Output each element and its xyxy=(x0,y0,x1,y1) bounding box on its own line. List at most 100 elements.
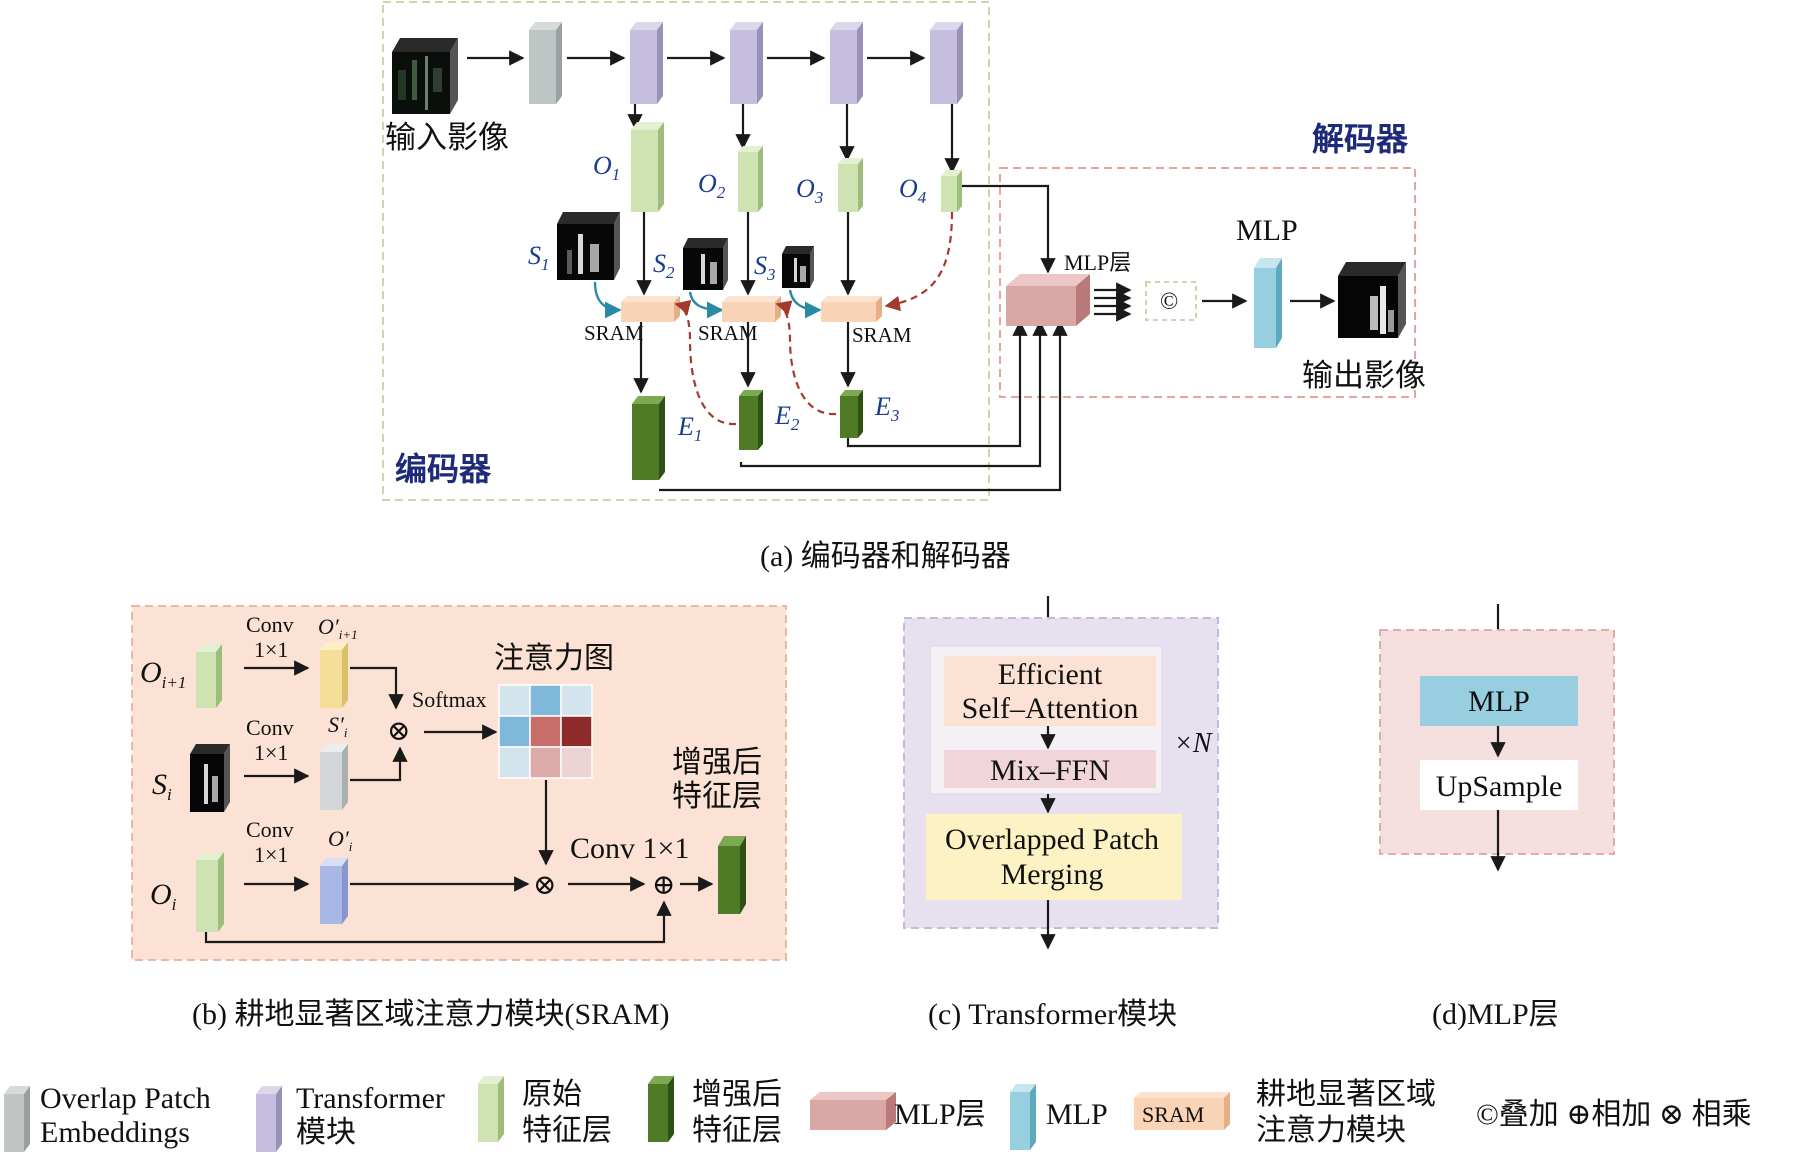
o4-label: O4 xyxy=(899,174,927,207)
panel-b: Oi+1 Si Oi Conv 1×1 Conv 1×1 Conv 1×1 xyxy=(131,605,787,1031)
caption-a: (a) 编码器和解码器 xyxy=(760,540,1011,573)
arrow xyxy=(674,299,737,426)
o3-label: O3 xyxy=(796,174,823,207)
legend-orig-2: 特征层 xyxy=(522,1114,612,1147)
encoder-region xyxy=(382,1,990,501)
esa-label-1: Efficient xyxy=(998,658,1103,691)
heatmap-cell xyxy=(560,684,593,717)
heatmap-cell xyxy=(529,746,562,779)
encoder-title: 编码器 xyxy=(395,451,492,487)
conv-label: Conv xyxy=(246,817,294,842)
mix-ffn-label: Mix–FFN xyxy=(990,754,1110,787)
caption-c: (c) Transformer模块 xyxy=(928,998,1177,1031)
o-prime-next-block xyxy=(320,642,348,708)
s-i-image xyxy=(190,744,230,812)
enhanced-e0 xyxy=(632,396,665,480)
concat-symbol: © xyxy=(1160,289,1178,315)
legend-swatch-sram xyxy=(1134,1092,1230,1130)
panel-d: MLP UpSample (d)MLP层 xyxy=(1379,604,1615,1031)
o2-label: O2 xyxy=(698,169,726,202)
conv-out-label: Conv 1×1 xyxy=(570,832,689,865)
sram-block xyxy=(722,296,781,322)
arrow xyxy=(350,746,408,782)
o-next-block xyxy=(196,644,222,708)
conv-kernel-label: 1×1 xyxy=(254,740,288,765)
feature-o4 xyxy=(941,170,962,212)
e2-label: E2 xyxy=(774,401,800,434)
feature-o2 xyxy=(738,146,763,212)
feature-o1 xyxy=(631,122,664,212)
o-prime-next-label: O′i+1 xyxy=(318,614,358,642)
arrow xyxy=(775,300,837,416)
legend-enh-2: 特征层 xyxy=(692,1114,782,1147)
esa-label-2: Self–Attention xyxy=(962,692,1139,725)
legend-sram-1: 耕地显著区域 xyxy=(1256,1078,1436,1111)
decoder-region xyxy=(999,167,1416,398)
mlp-label: MLP xyxy=(1236,214,1298,247)
heatmap-cell xyxy=(560,746,593,779)
legend-swatch-mlp xyxy=(1010,1084,1036,1150)
overlapped-patch-merging-box xyxy=(926,814,1182,900)
legend-swatch-transformer xyxy=(256,1086,282,1152)
input-image xyxy=(392,38,458,114)
output-label: 输出影像 xyxy=(1302,358,1426,393)
enhanced-label-1: 增强后 xyxy=(672,746,762,779)
mlp-layer-label: MLP层 xyxy=(1064,250,1131,275)
s-i-label: Si xyxy=(152,768,172,804)
arrow xyxy=(962,184,1056,274)
saliency-s1 xyxy=(557,212,620,280)
mix-ffn-box xyxy=(944,750,1156,788)
saliency-s2 xyxy=(683,238,728,290)
legend-ope-2: Embeddings xyxy=(40,1116,190,1149)
softmax-label: Softmax xyxy=(412,687,487,712)
s-prime-label: S′i xyxy=(328,712,348,740)
legend-tf-1: Transformer xyxy=(296,1082,445,1115)
arrow xyxy=(739,320,1048,468)
conv-kernel-label: 1×1 xyxy=(254,842,288,867)
sram-label: SRAM xyxy=(852,323,912,347)
mlp-layer-block xyxy=(1006,274,1090,326)
legend-swatch-original xyxy=(478,1076,504,1142)
heatmap-cell xyxy=(560,715,593,748)
attention-map-label: 注意力图 xyxy=(494,642,614,675)
arrow xyxy=(204,900,672,944)
conv-kernel-label: 1×1 xyxy=(254,637,288,662)
enhanced-e2 xyxy=(840,390,863,438)
heatmap-cell xyxy=(529,684,562,717)
arrow xyxy=(884,211,954,312)
decoder-title: 解码器 xyxy=(1312,121,1409,157)
transformer-block xyxy=(730,22,763,104)
enhanced-label-2: 特征层 xyxy=(672,780,762,813)
s2-label: S2 xyxy=(653,249,675,282)
mlp-block xyxy=(1254,258,1282,348)
arrow xyxy=(593,281,622,319)
o-prime-block xyxy=(320,858,348,924)
heatmap-cell xyxy=(529,715,562,748)
arrow xyxy=(846,320,1028,448)
e3-label: E3 xyxy=(874,392,899,425)
arrow xyxy=(350,666,404,710)
feature-o3 xyxy=(838,158,863,212)
input-label: 输入影像 xyxy=(385,120,509,155)
mlp-box xyxy=(1420,676,1578,726)
multiply-symbol: ⊗ xyxy=(533,870,556,901)
repeat-n-label: ×N xyxy=(1174,728,1213,759)
sram-label: SRAM xyxy=(584,321,644,345)
o-i-label: Oi xyxy=(150,878,177,914)
legend-operators: ©叠加 ⊕相加 ⊗ 相乘 xyxy=(1476,1098,1752,1131)
sram-block xyxy=(621,296,680,322)
transformer-block xyxy=(930,22,963,104)
concat-box xyxy=(1145,281,1197,321)
legend-mlp-layer: MLP层 xyxy=(894,1098,986,1131)
add-symbol: ⊕ xyxy=(652,870,675,901)
legend-sram: SRAM xyxy=(1142,1102,1204,1127)
legend-swatch-mlp-layer xyxy=(810,1092,896,1130)
transformer-block xyxy=(630,22,663,104)
legend-enh-1: 增强后 xyxy=(692,1078,782,1111)
sram-panel-bg xyxy=(131,605,787,961)
mlp-box-label: MLP xyxy=(1468,685,1530,718)
o-next-label: Oi+1 xyxy=(140,656,186,692)
caption-d: (d)MLP层 xyxy=(1432,998,1559,1031)
legend-mlp: MLP xyxy=(1046,1098,1108,1131)
